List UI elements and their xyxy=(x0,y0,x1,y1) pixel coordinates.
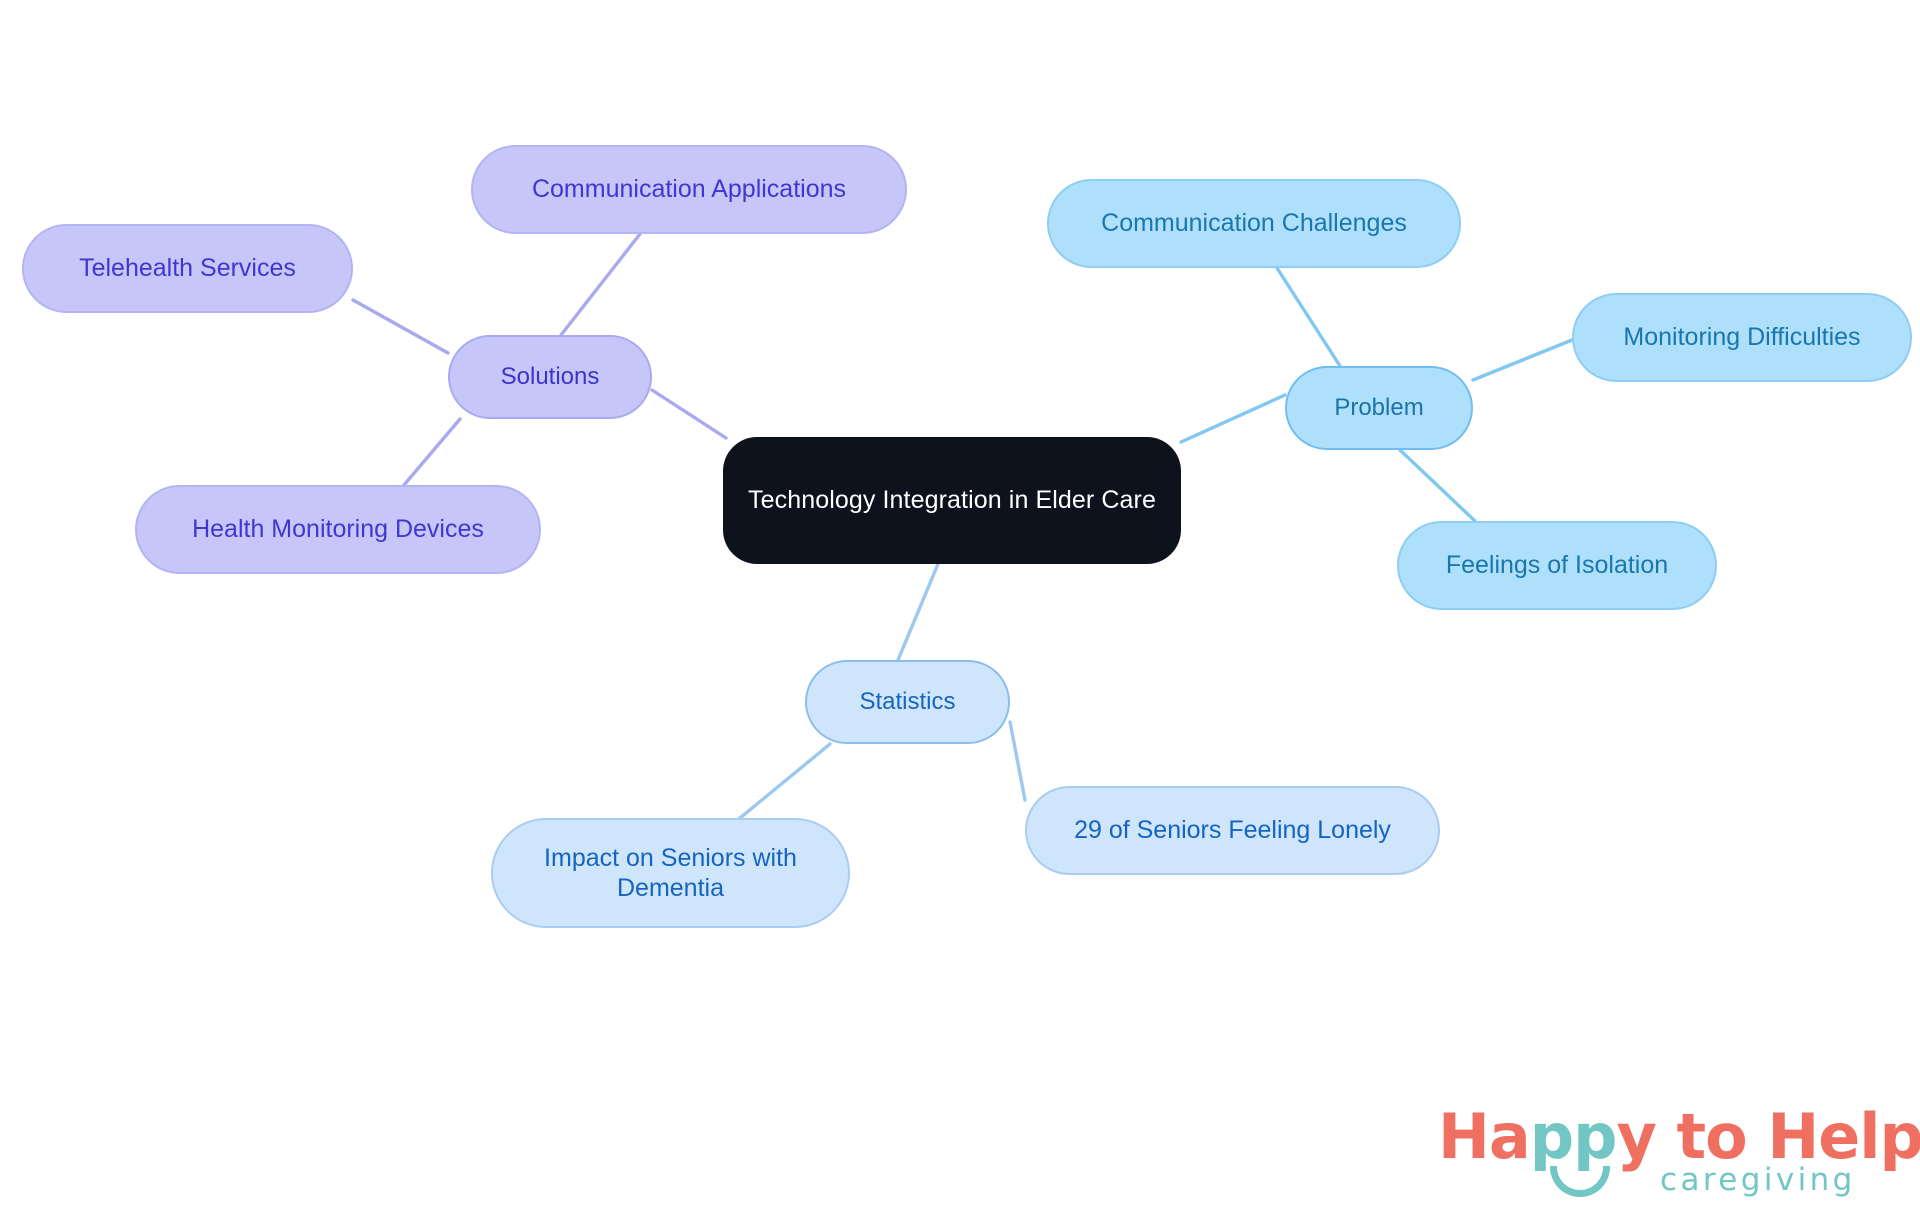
mindmap-leaf-communication-challenges[interactable]: Communication Challenges xyxy=(1047,179,1461,268)
mindmap-leaf-communication-applications[interactable]: Communication Applications xyxy=(471,145,907,234)
mindmap-leaf-communication-challenges-label: Communication Challenges xyxy=(1101,209,1407,238)
brand-logo: Happy to Help caregiving xyxy=(1438,1100,1920,1198)
mindmap-leaf-health-monitoring-devices-label: Health Monitoring Devices xyxy=(192,515,484,544)
mindmap-leaf-feelings-of-isolation[interactable]: Feelings of Isolation xyxy=(1397,521,1717,610)
mindmap-leaf-feelings-of-isolation-label: Feelings of Isolation xyxy=(1445,551,1669,580)
logo-text-rest: y to Help xyxy=(1616,1100,1920,1173)
edge-statistics-impact xyxy=(738,742,832,820)
mindmap-root-node[interactable]: Technology Integration in Elder Care xyxy=(723,437,1181,564)
mindmap-branch-problem-label: Problem xyxy=(1334,394,1424,422)
mindmap-branch-statistics-label: Statistics xyxy=(859,688,956,716)
edge-problem-feelings-of-isolation xyxy=(1398,448,1477,523)
edge-solutions-health-monitoring-devices xyxy=(402,417,462,487)
mindmap-leaf-impact-on-seniors-with-dementia-label: Impact on Seniors with Dementia xyxy=(544,843,797,903)
mindmap-branch-problem[interactable]: Problem xyxy=(1285,366,1473,450)
mindmap-leaf-29-of-seniors-feeling-lonely[interactable]: 29 of Seniors Feeling Lonely xyxy=(1025,786,1440,875)
edge-root-solutions xyxy=(650,388,728,440)
edge-root-statistics xyxy=(896,562,940,662)
logo-text-pp: pp xyxy=(1529,1100,1618,1173)
mindmap-branch-solutions[interactable]: Solutions xyxy=(448,335,652,419)
logo-subtitle: caregiving xyxy=(1660,1162,1856,1198)
mindmap-root-node-label: Technology Integration in Elder Care xyxy=(747,486,1156,515)
mindmap-leaf-health-monitoring-devices[interactable]: Health Monitoring Devices xyxy=(135,485,541,574)
mindmap-leaf-monitoring-difficulties-label: Monitoring Difficulties xyxy=(1623,323,1861,352)
edge-solutions-communication-applications xyxy=(559,232,642,337)
mindmap-leaf-29-of-seniors-feeling-lonely-label: 29 of Seniors Feeling Lonely xyxy=(1074,816,1391,845)
mindmap-leaf-monitoring-difficulties[interactable]: Monitoring Difficulties xyxy=(1572,293,1912,382)
edge-root-problem xyxy=(1179,393,1287,444)
edge-statistics-lonely xyxy=(1008,720,1027,802)
mindmap-branch-statistics[interactable]: Statistics xyxy=(805,660,1010,744)
edge-problem-communication-challenges xyxy=(1275,266,1342,368)
mindmap-leaf-telehealth-services[interactable]: Telehealth Services xyxy=(22,224,353,313)
edge-solutions-telehealth-services xyxy=(351,298,450,355)
mindmap-branch-solutions-label: Solutions xyxy=(500,363,600,391)
mindmap-leaf-telehealth-services-label: Telehealth Services xyxy=(79,254,296,283)
smile-icon xyxy=(1550,1166,1610,1197)
edge-problem-monitoring-difficulties xyxy=(1471,338,1574,382)
logo-wordmark: Happy to Help xyxy=(1438,1100,1920,1173)
logo-text-ha: Ha xyxy=(1438,1100,1531,1173)
mindmap-leaf-impact-on-seniors-with-dementia[interactable]: Impact on Seniors with Dementia xyxy=(491,818,850,928)
mindmap-leaf-communication-applications-label: Communication Applications xyxy=(531,175,847,204)
